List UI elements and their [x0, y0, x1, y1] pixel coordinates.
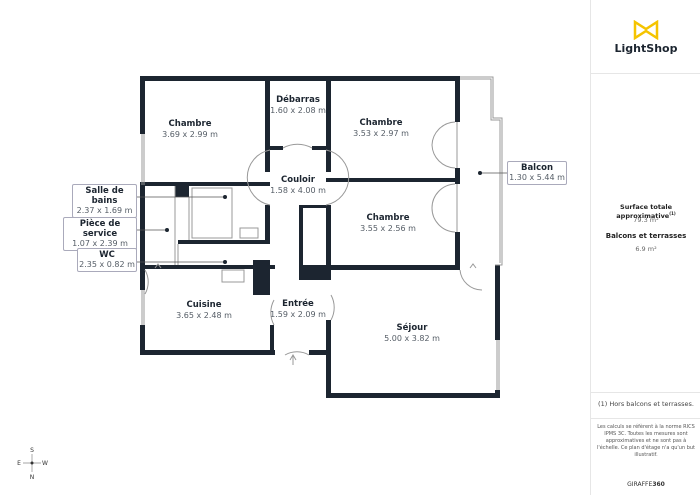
compass-n: N — [30, 474, 35, 481]
room-name: Chambre — [360, 118, 403, 128]
room-dims: 3.53 x 2.97 m — [353, 129, 409, 138]
callout-name: Balcon — [520, 163, 554, 173]
compass-e: E — [17, 460, 21, 467]
brand-a: GIRAFFE — [627, 481, 653, 488]
disclaimer: Les calculs se réfèrent à la norme RICS … — [596, 424, 696, 458]
compass: S N E W — [17, 447, 48, 481]
balcony-value: 6.9 m² — [635, 245, 657, 253]
room-dims: 3.55 x 2.56 m — [360, 224, 416, 233]
compass-s: S — [30, 447, 34, 454]
callout-dims: 2.37 x 1.69 m — [76, 206, 133, 215]
room-dims: 3.65 x 2.48 m — [176, 311, 232, 320]
room-name: Couloir — [281, 175, 316, 185]
giraffe360-logo: GIRAFFE360 — [591, 481, 700, 489]
logo-icon — [633, 20, 659, 40]
walls — [140, 76, 500, 398]
brand-b: 360 — [652, 481, 665, 488]
callout-dims: 1.07 x 2.39 m — [72, 239, 128, 248]
room-name: Séjour — [397, 322, 429, 333]
callout-dims: 2.35 x 0.82 m — [79, 260, 135, 269]
room-name: Entrée — [282, 298, 314, 309]
callout-name: Pièce de service — [79, 219, 121, 239]
total-area-label: Surface totale approximative(1) — [591, 203, 700, 220]
callout-dims: 1.30 x 5.44 m — [509, 173, 565, 182]
balcony-label: Balcons et terrasses — [605, 232, 687, 240]
sidebar: LightShop Surface totale approximative(1… — [590, 0, 700, 495]
leader-lines — [135, 172, 507, 263]
room-name: Débarras — [276, 94, 320, 105]
logo-text: LightShop — [614, 42, 678, 55]
footnote: (1) Hors balcons et terrasses. — [598, 400, 694, 408]
room-dims: 1.58 x 4.00 m — [270, 186, 326, 195]
total-label-text: Surface totale approximative — [616, 203, 672, 221]
footnote-ref: (1) — [669, 211, 676, 216]
thin-lines — [141, 76, 503, 390]
compass-w: W — [42, 460, 48, 467]
divider — [591, 73, 700, 74]
room-dims: 1.60 x 2.08 m — [270, 106, 326, 115]
callout-name: WC — [99, 250, 115, 260]
divider — [591, 392, 700, 393]
room-dims: 5.00 x 3.82 m — [384, 334, 440, 343]
callout-name: Salle de bains — [85, 186, 124, 206]
divider — [591, 418, 700, 419]
room-name: Chambre — [367, 213, 410, 223]
total-area-value: 79.3 m² — [633, 216, 659, 224]
leader-dots — [165, 171, 482, 264]
room-dims: 1.59 x 2.09 m — [270, 310, 326, 319]
room-name: Cuisine — [187, 300, 222, 310]
room-name: Chambre — [169, 119, 212, 129]
room-dims: 3.69 x 2.99 m — [162, 130, 218, 139]
